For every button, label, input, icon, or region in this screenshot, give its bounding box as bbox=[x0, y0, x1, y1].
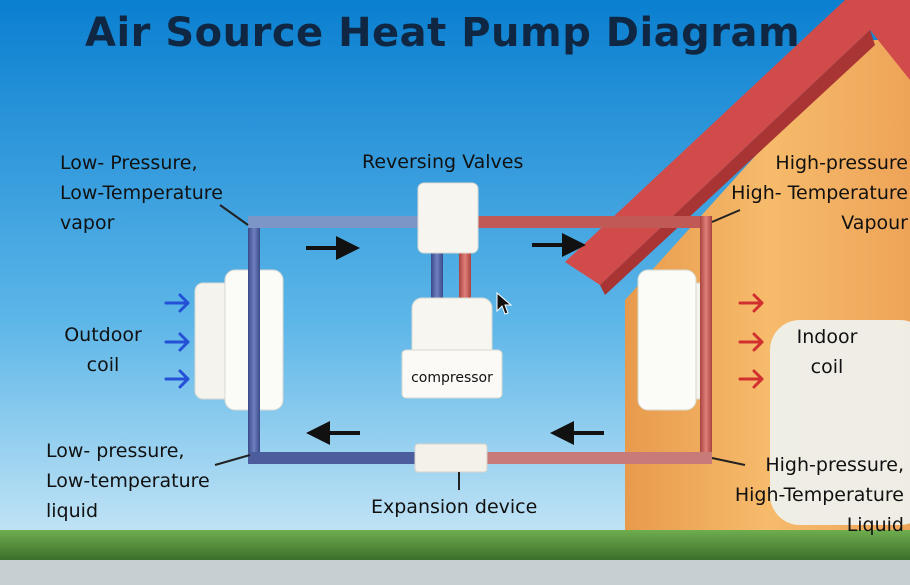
label-line: coil bbox=[810, 356, 844, 378]
label-expansion-device: Expansion device bbox=[371, 492, 537, 522]
label-line: High- Temperature bbox=[731, 182, 908, 204]
label-line: coil bbox=[86, 354, 120, 376]
label-low-pressure-liquid: Low- pressure, Low-temperature liquid bbox=[46, 436, 210, 526]
outdoor-coil-unit bbox=[194, 269, 284, 411]
label-line: Vapour bbox=[841, 212, 908, 234]
label-high-pressure-liquid: High-pressure, High-Temperature Liquid bbox=[735, 450, 904, 540]
outdoor-air-arrows bbox=[164, 293, 190, 389]
compressor-base bbox=[401, 349, 503, 399]
red-arrow-icon bbox=[738, 332, 764, 352]
label-line: Low- Pressure, bbox=[60, 152, 198, 174]
label-line: Expansion device bbox=[371, 496, 538, 518]
leader-lines bbox=[214, 204, 746, 490]
red-arrow-icon bbox=[738, 293, 764, 313]
label-line: Low-Temperature bbox=[60, 182, 223, 204]
label-line: High-pressure, bbox=[765, 454, 904, 476]
grass bbox=[0, 530, 910, 560]
reversing-valve-block bbox=[417, 182, 479, 254]
label-line: Low- pressure, bbox=[46, 440, 185, 462]
indoor-air-arrows bbox=[738, 293, 764, 389]
label-outdoor-coil: Outdoor coil bbox=[58, 320, 148, 380]
blue-arrow-icon bbox=[164, 293, 190, 313]
indoor-coil-unit bbox=[637, 269, 708, 411]
label-line: High-Temperature bbox=[734, 484, 904, 506]
mouse-pointer-icon bbox=[496, 292, 512, 315]
red-arrow-icon bbox=[738, 369, 764, 389]
label-high-pressure-vapour: High-pressure High- Temperature Vapour bbox=[731, 148, 908, 238]
label-compressor: compressor bbox=[411, 370, 493, 386]
blue-arrow-icon bbox=[164, 332, 190, 352]
label-indoor-coil: Indoor coil bbox=[782, 322, 872, 382]
label-line: vapor bbox=[60, 212, 115, 234]
roof-shade bbox=[600, 30, 875, 295]
label-line: liquid bbox=[46, 500, 98, 522]
label-line: Reversing Valves bbox=[362, 151, 524, 173]
page-title: Air Source Heat Pump Diagram bbox=[85, 10, 801, 56]
label-line: Indoor bbox=[796, 326, 858, 348]
indoor-room-panel bbox=[770, 320, 910, 525]
house-roof bbox=[565, 0, 910, 285]
label-line: Liquid bbox=[846, 514, 904, 536]
expansion-device-block bbox=[414, 443, 488, 473]
blue-arrow-icon bbox=[164, 369, 190, 389]
house bbox=[565, 0, 910, 535]
flow-arrows bbox=[306, 233, 604, 445]
label-reversing-valves: Reversing Valves bbox=[362, 147, 523, 177]
label-low-pressure-vapor: Low- Pressure, Low-Temperature vapor bbox=[60, 148, 223, 238]
label-line: Outdoor bbox=[64, 324, 142, 346]
label-line: High-pressure bbox=[775, 152, 908, 174]
label-line: Low-temperature bbox=[46, 470, 210, 492]
